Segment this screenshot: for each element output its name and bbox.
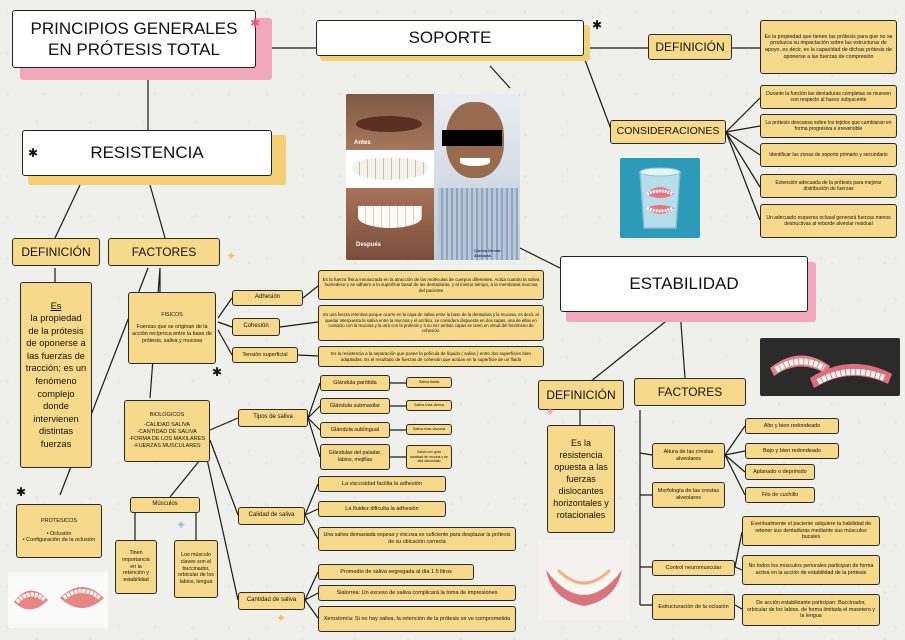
calidad-3: Una saliva demasiada espesa y viscosa es… [318,527,516,551]
soporte-label: SOPORTE [408,28,492,47]
adhesion-text: Es la fuerza física involucrada en la at… [318,270,544,300]
page-title: PRINCIPIOS GENERALES EN PRÓTESIS TOTAL [12,10,256,68]
factor-altura: Altura de las crestas alveolares [652,443,725,469]
dentures-photo [760,338,900,396]
musculos-2: Los músculo claves son el buccinador, or… [174,540,218,598]
estabilidad-header: ESTABILIDAD [560,256,808,312]
resistencia-definicion-body: la propiedad de la prótesis de oponerse … [25,313,87,449]
biologicos-label: BIOLOGICOS [149,412,185,419]
star-decoration: ✱ [16,485,27,499]
saliva-viscosa: Saliva más viscosa [406,424,452,435]
tipos-saliva-label: Tipos de saliva [238,409,308,427]
before-after-photo: Antes Después Clínica Dental Alamana [346,94,520,260]
cohesion-text: Es una fuerza retentiva porque ocurre en… [318,305,544,341]
biologicos-item-2: -CANTIDAD DE SALIVA [137,429,197,436]
resistencia-label: RESISTENCIA [90,143,204,162]
protesicos-item-1-text: Oclusión [50,530,72,537]
protesicos-label: PROTESICOS [40,517,78,524]
denture-glass-image [620,158,700,238]
photo-label-despues: Después [356,242,382,248]
musculos-1: Tinen importancia en la retención y esta… [115,540,157,594]
estabilidad-definicion-text: Es la resistencia opuesta a las fuerzas … [547,425,615,533]
star-decoration: ✱ [212,365,223,379]
altura-3: Aplanado o deprimido [745,464,815,480]
consideracion-5: Un adecuado esquema oclusal generará fue… [760,204,897,238]
biologicos-box: BIOLOGICOS -CALIDAD SALIVA -CANTIDAD DE … [124,400,210,462]
calidad-1: La viscosidad facilita la adhesión [318,476,446,492]
soporte-definicion-text: Es la propiedad que tienen las prótesis … [760,20,897,74]
resistencia-definicion-label: DEFINICIÓN [12,238,100,266]
fisicos-text: Fuerzas que se originan de la acción rec… [132,324,212,344]
protesicos-item-1: • Oclusión [46,530,72,537]
saliva-densa: Saliva más densa [406,400,452,411]
star-decoration: ✱ [250,16,261,30]
glandula-paladar: Glándulas del paladar, labios, mejillas [320,444,390,470]
dentures-image [8,572,108,628]
cantidad-saliva-label: Cantidad de saliva [238,592,305,610]
altura-4: Filo de cuchillo [745,487,815,503]
glandula-sublingual: Glándula sublingual [320,422,390,438]
resistencia-header: RESISTENCIA [22,130,272,176]
protesicos-box: PROTESICOS • Oclusión • Configuración de… [16,504,102,558]
soporte-definicion-label: DEFINICIÓN [648,34,732,60]
tension-label: Tensión superficial [232,347,298,363]
neuromuscular-2: No todos los músculos periorales partici… [742,555,880,585]
fisicos-box: FISICOS Fuerzas que se originan de la ac… [128,292,216,364]
consideracion-3: Identificar las zonas de soporte primari… [760,143,897,167]
dentures-photo-icon [770,355,892,388]
cantidad-2: Sialorrea: Un exceso de saliva complicar… [318,585,516,601]
cohesion-label: Cohesión [232,318,280,336]
dentures-icon [14,587,104,610]
biologicos-item-1: -CALIDAD SALIVA [143,422,191,429]
estabilidad-label: ESTABILIDAD [629,274,739,293]
altura-1: Alto y bien redondeado [745,418,839,434]
neuromuscular-1: Eventualmente el paciente adquiere la ha… [742,516,880,546]
factor-morfologia: Morfología de las crestas alveolares [652,482,725,508]
star-decoration: ✱ [592,18,603,32]
resistencia-factores-label: FACTORES [108,238,220,266]
tension-text: Es la resistencia a la separación que po… [318,346,544,367]
page-title-text: PRINCIPIOS GENERALES EN PRÓTESIS TOTAL [30,18,238,59]
photo-clinic-logo: Clínica Dental Alamana [474,248,501,258]
consideraciones-label: CONSIDERACIONES [610,120,726,144]
altura-2: Bajo y bien redondeado [745,443,839,459]
musculos-label: Músculos [130,497,200,513]
resistencia-definicion-text: Es la propiedad de la prótesis de oponer… [20,282,92,468]
saliva-mucina: Saliva con gran cantidad de mucina y de … [406,445,452,469]
star-decoration: ✦ [176,518,187,532]
biologicos-item-4: -FUERZAS MUSCULARES [133,442,201,449]
consideracion-2: La prótesis descansa sobre los tejidos q… [760,114,897,138]
adhesion-label: Adhesión [232,290,303,306]
lower-denture-icon [546,568,622,606]
oclusion-1: De acción estabilizante participan: Bucc… [742,594,880,626]
protesicos-item-2: • Configuración de la oclusión [22,537,96,544]
factor-neuromuscular: Control neuromuscular [652,560,735,576]
lower-denture-image [538,540,630,620]
protesicos-item-2-text: Configuración de la oclusión [26,537,96,544]
star-decoration: ✦ [276,611,287,625]
biologicos-item-3: -FORMA DE LOS MAXILARES [128,435,206,442]
star-decoration: ✱ [28,146,39,160]
star-decoration: ✦ [545,405,556,419]
glandula-submaxilar: Glándula submaxilar [320,398,390,414]
denture-glass-icon [639,167,681,229]
soporte-header: SOPORTE [316,20,584,56]
glandula-parotida: Glándula parótida [320,375,390,391]
consideracion-4: Extensión adecuada de la prótesis para m… [760,174,897,198]
photo-label-antes: Antes [354,140,371,146]
estabilidad-definicion-label: DEFINICIÓN [538,380,624,410]
calidad-2: La fluidez dificulta la adhesión [318,501,446,517]
calidad-saliva-label: Calidad de saliva [238,507,305,525]
consideracion-1: Durante la función las dentaduras comple… [760,85,897,109]
saliva-fluida: Saliva fluida [406,377,452,388]
cantidad-3: Xerostomía: Si no hay saliva, la retenci… [318,606,516,632]
star-decoration: ✦ [226,249,237,263]
estabilidad-factores-label: FACTORES [634,378,746,406]
resistencia-definicion-es: Es [50,300,62,311]
cantidad-1: Promedio de saliva segregada al día 1.5 … [318,564,474,580]
factor-oclusion: Estructuración de la oclusión [652,594,735,620]
fisicos-label: FISICOS [161,311,183,318]
